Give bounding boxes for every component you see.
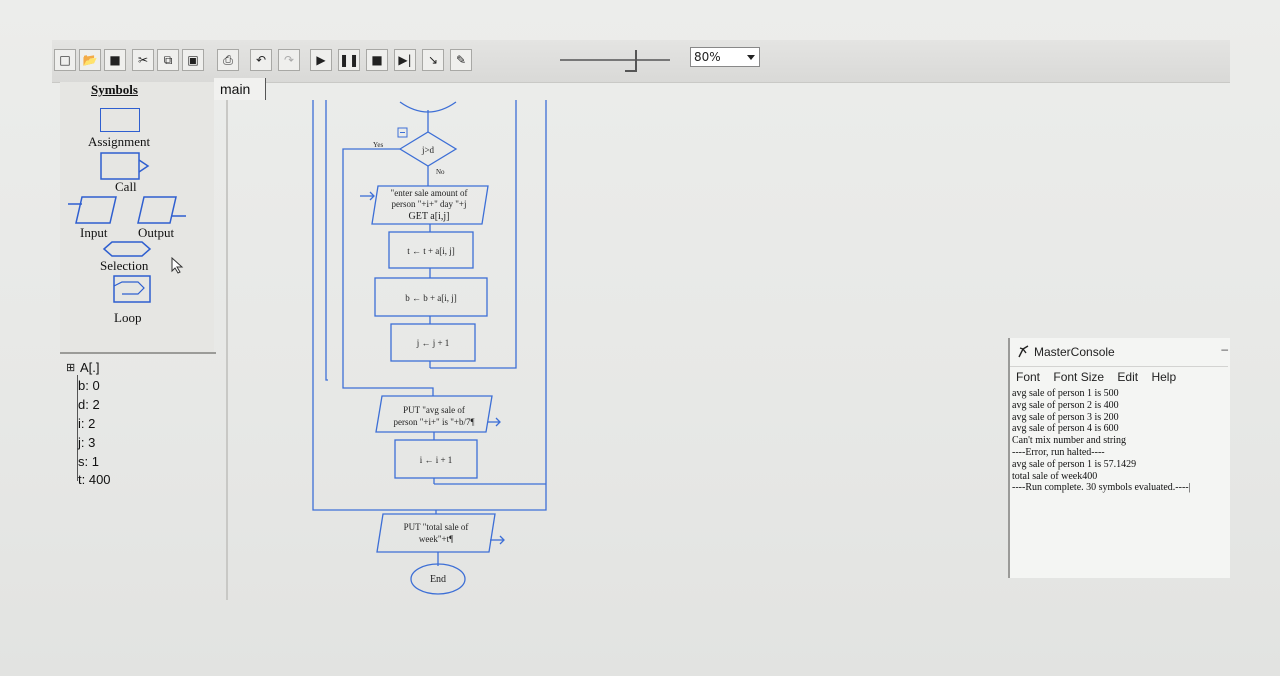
input-prompt-line2[interactable]: person "+i+" day "+j	[392, 199, 467, 209]
variable-item: s: 1	[78, 454, 99, 469]
console-line: Can't mix number and string	[1012, 435, 1127, 447]
run-icon[interactable]: ▶	[310, 49, 332, 71]
copy-icon[interactable]: ⧉	[157, 49, 179, 71]
assignment-t[interactable]: t ← t + a[i, j]	[407, 246, 455, 256]
call-label: Call	[115, 179, 137, 194]
selection-label: Selection	[100, 258, 149, 273]
tree-line	[77, 375, 78, 481]
variable-item: j: 3	[78, 435, 96, 450]
console-line: avg sale of person 1 is 57.1429	[1012, 458, 1137, 470]
loop-label: Loop	[114, 310, 142, 325]
redo-icon[interactable]: ↷	[278, 49, 300, 71]
input-variable[interactable]: GET a[i,j]	[409, 211, 450, 222]
assignment-label: Assignment	[88, 134, 151, 149]
zoom-value: 80%	[694, 50, 721, 64]
pen-icon[interactable]: ✎	[450, 49, 472, 71]
save-icon[interactable]: ■	[104, 49, 126, 71]
step-icon[interactable]: ▶|	[394, 49, 416, 71]
variables-panel: ⊞ A[.] b: 0 d: 2 i: 2 j: 3 s: 1 t: 400	[60, 355, 218, 505]
paste-icon[interactable]: ▣	[182, 49, 204, 71]
master-console: MasterConsole – Font Font Size Edit Help…	[1008, 338, 1230, 578]
zoom-select[interactable]: 80%	[690, 47, 760, 67]
end-label[interactable]: End	[430, 574, 446, 585]
output-symbol[interactable]	[134, 194, 190, 226]
no-label: No	[436, 168, 445, 176]
panel-divider	[60, 352, 216, 354]
stop-icon[interactable]: ■	[366, 49, 388, 71]
console-line: ----Error, run halted----	[1012, 446, 1105, 458]
assignment-j[interactable]: j ← j + 1	[416, 338, 450, 348]
variable-item: i: 2	[78, 416, 96, 431]
toolbar: □ 📂 ■ ✂ ⧉ ▣ ⎙ ↶ ↷ ▶ ❚❚ ■ ▶| ↘ ✎	[52, 40, 1230, 83]
console-line: avg sale of person 4 is 600	[1012, 423, 1119, 435]
console-line: avg sale of person 3 is 200	[1012, 411, 1119, 423]
symbols-header: Symbols	[91, 82, 138, 97]
cut-icon[interactable]: ✂	[132, 49, 154, 71]
new-file-icon[interactable]: □	[54, 49, 76, 71]
print-icon[interactable]: ⎙	[217, 49, 239, 71]
put-avg-line1[interactable]: PUT "avg sale of	[403, 405, 465, 415]
console-app-icon	[1018, 345, 1029, 358]
variable-item: d: 2	[78, 397, 100, 412]
menu-help[interactable]: Help	[1151, 370, 1177, 384]
input-symbol[interactable]	[68, 194, 118, 226]
menu-font[interactable]: Font	[1016, 370, 1041, 384]
undo-icon[interactable]: ↶	[250, 49, 272, 71]
mouse-cursor-icon	[171, 257, 184, 274]
console-line: avg sale of person 2 is 400	[1012, 399, 1119, 411]
menu-font-size[interactable]: Font Size	[1053, 370, 1105, 384]
zoom-slider-thumb[interactable]	[625, 50, 637, 72]
chevron-down-icon	[747, 55, 755, 60]
output-label: Output	[138, 225, 175, 240]
console-title: MasterConsole	[1034, 345, 1115, 359]
assignment-symbol[interactable]	[100, 108, 140, 132]
call-symbol[interactable]	[100, 152, 156, 184]
assignment-i[interactable]: i ← i + 1	[420, 455, 453, 465]
tab-main[interactable]: main	[214, 78, 266, 100]
step-into-icon[interactable]: ↘	[422, 49, 444, 71]
input-label: Input	[80, 225, 108, 240]
menu-edit[interactable]: Edit	[1117, 370, 1139, 384]
console-divider	[1010, 366, 1228, 367]
put-total-line2[interactable]: week"+t¶	[419, 534, 453, 544]
editor-border	[226, 100, 228, 600]
console-line: ----Run complete. 30 symbols evaluated.-…	[1012, 482, 1191, 494]
console-output[interactable]: avg sale of person 1 is 500 avg sale of …	[1012, 388, 1226, 494]
input-prompt-line1[interactable]: "enter sale amount of	[391, 188, 468, 198]
symbols-panel: Symbols Assignment Call Input Output Sel…	[60, 82, 214, 352]
assignment-b[interactable]: b ← b + a[i, j]	[405, 293, 457, 303]
expand-icon[interactable]: ⊞	[66, 362, 76, 374]
console-line: total sale of week400	[1012, 470, 1098, 482]
variable-item: b: 0	[78, 378, 100, 393]
decision-condition[interactable]: j>d	[421, 145, 435, 155]
yes-label: Yes	[373, 141, 383, 149]
console-line: avg sale of person 1 is 500	[1012, 388, 1119, 399]
zoom-slider[interactable]	[560, 59, 670, 61]
loop-symbol[interactable]	[108, 274, 156, 304]
minimize-button[interactable]: –	[1221, 342, 1228, 356]
variable-array: A[.]	[80, 360, 100, 375]
pause-icon[interactable]: ❚❚	[338, 49, 360, 71]
open-folder-icon[interactable]: 📂	[79, 49, 101, 71]
flowchart-canvas: j>d Yes No "enter sale amount of person …	[312, 100, 547, 595]
put-avg-line2[interactable]: person "+i+" is "+b/7¶	[393, 417, 474, 427]
console-menu: Font Font Size Edit Help	[1016, 370, 1186, 388]
variable-item: t: 400	[78, 472, 111, 487]
put-total-line1[interactable]: PUT "total sale of	[404, 522, 469, 532]
selection-symbol[interactable]	[102, 240, 152, 258]
